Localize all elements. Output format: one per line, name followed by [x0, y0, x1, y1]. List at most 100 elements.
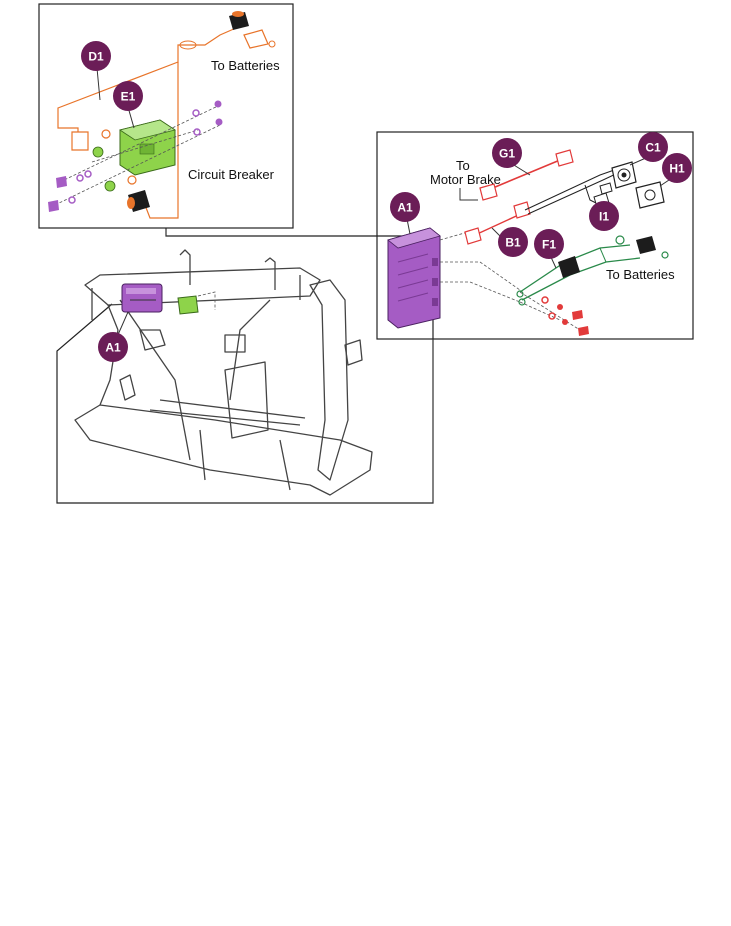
- badge-label: G1: [499, 147, 515, 161]
- f1-ring-1: [516, 290, 524, 298]
- badge-circle: [638, 132, 668, 162]
- motor-brake-arrow: [459, 188, 478, 201]
- battery-harness-f1: [516, 235, 669, 306]
- d1-leader-line: [96, 67, 101, 101]
- breaker-detail-panel: To Batteries Circuit Breaker D1 E1: [38, 3, 294, 229]
- badge-label: C1: [645, 141, 661, 155]
- battery-harness-d1: [57, 27, 276, 219]
- hardware-dash-3: [91, 129, 199, 163]
- badge-circle: [492, 138, 522, 168]
- c1-pin: [621, 172, 627, 178]
- badge-circle: [589, 201, 619, 231]
- c1-socket: [617, 168, 631, 182]
- badge-g1: G1: [492, 138, 522, 168]
- controller-port-2: [432, 278, 438, 286]
- controller-port-1: [432, 258, 438, 266]
- breaker-detail-frame: [38, 3, 294, 229]
- dash-hardware-1: [519, 291, 581, 331]
- charger-port-c1: [611, 161, 637, 189]
- badge-label: A1: [105, 341, 121, 355]
- ring-terminal-1: [101, 129, 111, 139]
- label-to-motor-brake-2: Motor Brake: [430, 172, 501, 187]
- washer-5: [193, 128, 201, 136]
- green-nut-2: [104, 180, 116, 192]
- f1-wire-join: [599, 247, 607, 263]
- badge-label: I1: [599, 210, 609, 224]
- badge-f1: F1: [534, 229, 564, 259]
- dash-b1: [439, 231, 469, 241]
- badge-circle: [498, 227, 528, 257]
- badge-label: D1: [88, 50, 104, 64]
- controller-a1: [387, 227, 441, 329]
- badge-circle: [113, 81, 143, 111]
- f1-breaker-black: [558, 256, 580, 278]
- dash-f1-top: [440, 261, 521, 291]
- connector-cap-top: [232, 11, 244, 17]
- controller-port-3: [432, 298, 438, 306]
- breaker-on-frame: [177, 291, 216, 315]
- red-nut-2: [562, 319, 568, 325]
- badge-circle: [98, 332, 128, 362]
- frame-brackets: [139, 329, 246, 353]
- dash-hardware-2: [519, 301, 561, 321]
- red-washer-1: [541, 296, 549, 304]
- harness-wire-top: [57, 27, 237, 115]
- controller-detail-frame: [376, 131, 694, 340]
- badge-h1: H1: [662, 153, 692, 183]
- green-nut-1: [92, 146, 104, 158]
- badge-c1: C1: [638, 132, 668, 162]
- badge-circle: [81, 41, 111, 71]
- badge-d1: D1: [81, 41, 111, 71]
- b1-connector-left: [464, 227, 482, 245]
- f1-ring-2: [518, 298, 526, 306]
- h1-plate: [635, 181, 665, 209]
- red-washer-2: [548, 312, 556, 320]
- frame-right-arm: [309, 279, 349, 481]
- label-circuit-breaker: Circuit Breaker: [188, 167, 275, 182]
- power-chair-frame: [74, 249, 373, 496]
- badge-label: H1: [669, 162, 685, 176]
- ring-terminal-2: [127, 175, 137, 185]
- frame-uprights: [91, 275, 301, 331]
- breaker-module: [177, 295, 199, 315]
- harness-sleeve: [179, 40, 197, 50]
- washer-1: [76, 174, 84, 182]
- a1-leader-line: [116, 311, 129, 338]
- f1-ring-3: [615, 235, 625, 245]
- chassis-panel: A1: [56, 228, 434, 504]
- harness-wire-down: [144, 62, 179, 219]
- washer-3: [84, 170, 92, 178]
- g1-connector-right: [555, 149, 574, 167]
- b1-leader-line: [491, 227, 501, 237]
- washer-2: [68, 196, 76, 204]
- controller-top: [387, 227, 441, 249]
- battery-connector-top: [229, 12, 249, 30]
- red-screw-2: [578, 326, 589, 336]
- ring-terminal-3: [268, 40, 276, 48]
- lug-terminal-1: [71, 131, 89, 151]
- frame-base: [74, 404, 373, 496]
- badge-label: F1: [542, 238, 556, 252]
- label-to-batteries-right: To Batteries: [606, 267, 675, 282]
- frame-base-rails: [149, 399, 306, 426]
- mounting-hardware: [48, 100, 223, 212]
- breaker-reset: [139, 143, 155, 155]
- g1-connector-left: [479, 183, 498, 201]
- badge-a1-main: A1: [98, 332, 128, 362]
- red-hardware: [541, 296, 589, 336]
- badge-b1: B1: [498, 227, 528, 257]
- badge-circle: [390, 192, 420, 222]
- badge-e1: E1: [113, 81, 143, 111]
- badge-a1-detail: A1: [390, 192, 420, 222]
- nut-2: [215, 118, 223, 126]
- black-connectors: [127, 11, 249, 212]
- badge-circle: [662, 153, 692, 183]
- controller-label-plate: [126, 288, 156, 294]
- red-screw-1: [572, 310, 583, 320]
- breaker-dashes: [197, 291, 216, 310]
- b1-connector-right: [513, 201, 531, 219]
- badge-circle: [534, 229, 564, 259]
- screw-1: [56, 176, 67, 188]
- hardware-dash-2: [54, 124, 221, 206]
